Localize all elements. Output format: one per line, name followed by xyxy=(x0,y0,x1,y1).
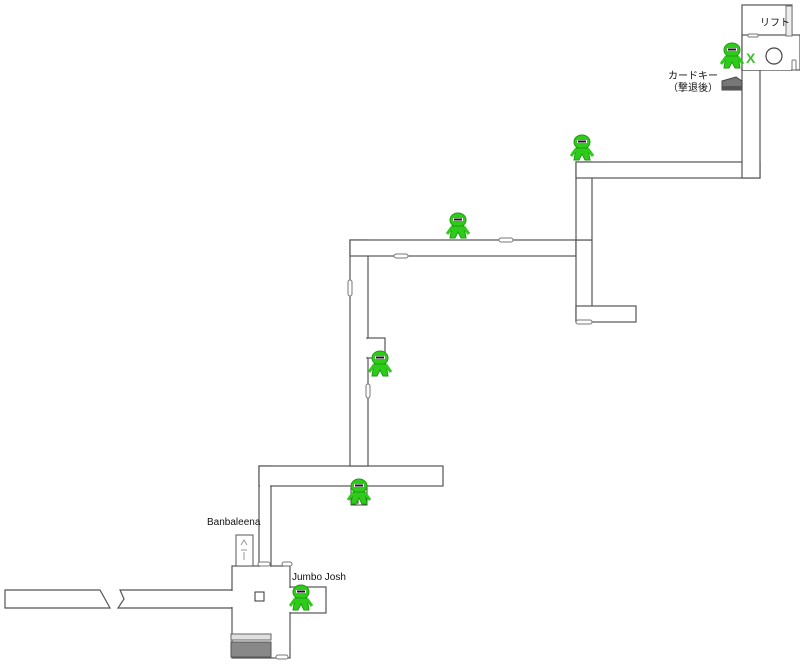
door-marker xyxy=(575,319,593,325)
monster-icon xyxy=(289,584,313,611)
corridor-up-4 xyxy=(741,69,761,179)
card-key-icon xyxy=(721,76,743,91)
lift-button xyxy=(765,47,783,65)
x-mark-icon: X xyxy=(746,50,756,66)
door-marker xyxy=(498,237,514,243)
door-marker xyxy=(347,279,353,297)
corridor-up-2 xyxy=(349,239,369,467)
corridor-left-west xyxy=(4,589,112,609)
door-marker xyxy=(275,654,289,660)
monster-icon xyxy=(347,478,371,505)
banbaleena-cabinet xyxy=(235,534,254,567)
lift-label: リフト xyxy=(760,18,790,29)
room-pillar xyxy=(254,591,265,602)
card-key-name: カードキー xyxy=(668,71,718,82)
card-key-label: カードキー （撃退後） xyxy=(662,71,724,95)
shelf-dark xyxy=(230,641,272,658)
door-marker xyxy=(257,561,271,567)
shelf xyxy=(230,633,272,641)
monster-icon xyxy=(446,212,470,239)
door-marker xyxy=(747,33,759,38)
corridor-horizontal-2 xyxy=(349,239,577,257)
monster-icon xyxy=(720,42,744,69)
door-marker xyxy=(365,383,371,399)
banbaleena-label: Banbaleena xyxy=(207,517,261,528)
card-key-note: （撃退後） xyxy=(668,83,718,94)
corridor-horizontal-3 xyxy=(575,161,761,179)
lift-wall-panel xyxy=(785,5,793,37)
monster-icon xyxy=(570,134,594,161)
corridor-left-east xyxy=(116,589,233,609)
door-marker xyxy=(791,59,797,71)
door-marker xyxy=(393,253,409,259)
door-marker xyxy=(281,561,293,567)
monster-icon xyxy=(368,350,392,377)
jumbo-josh-label: Jumbo Josh xyxy=(292,572,346,583)
